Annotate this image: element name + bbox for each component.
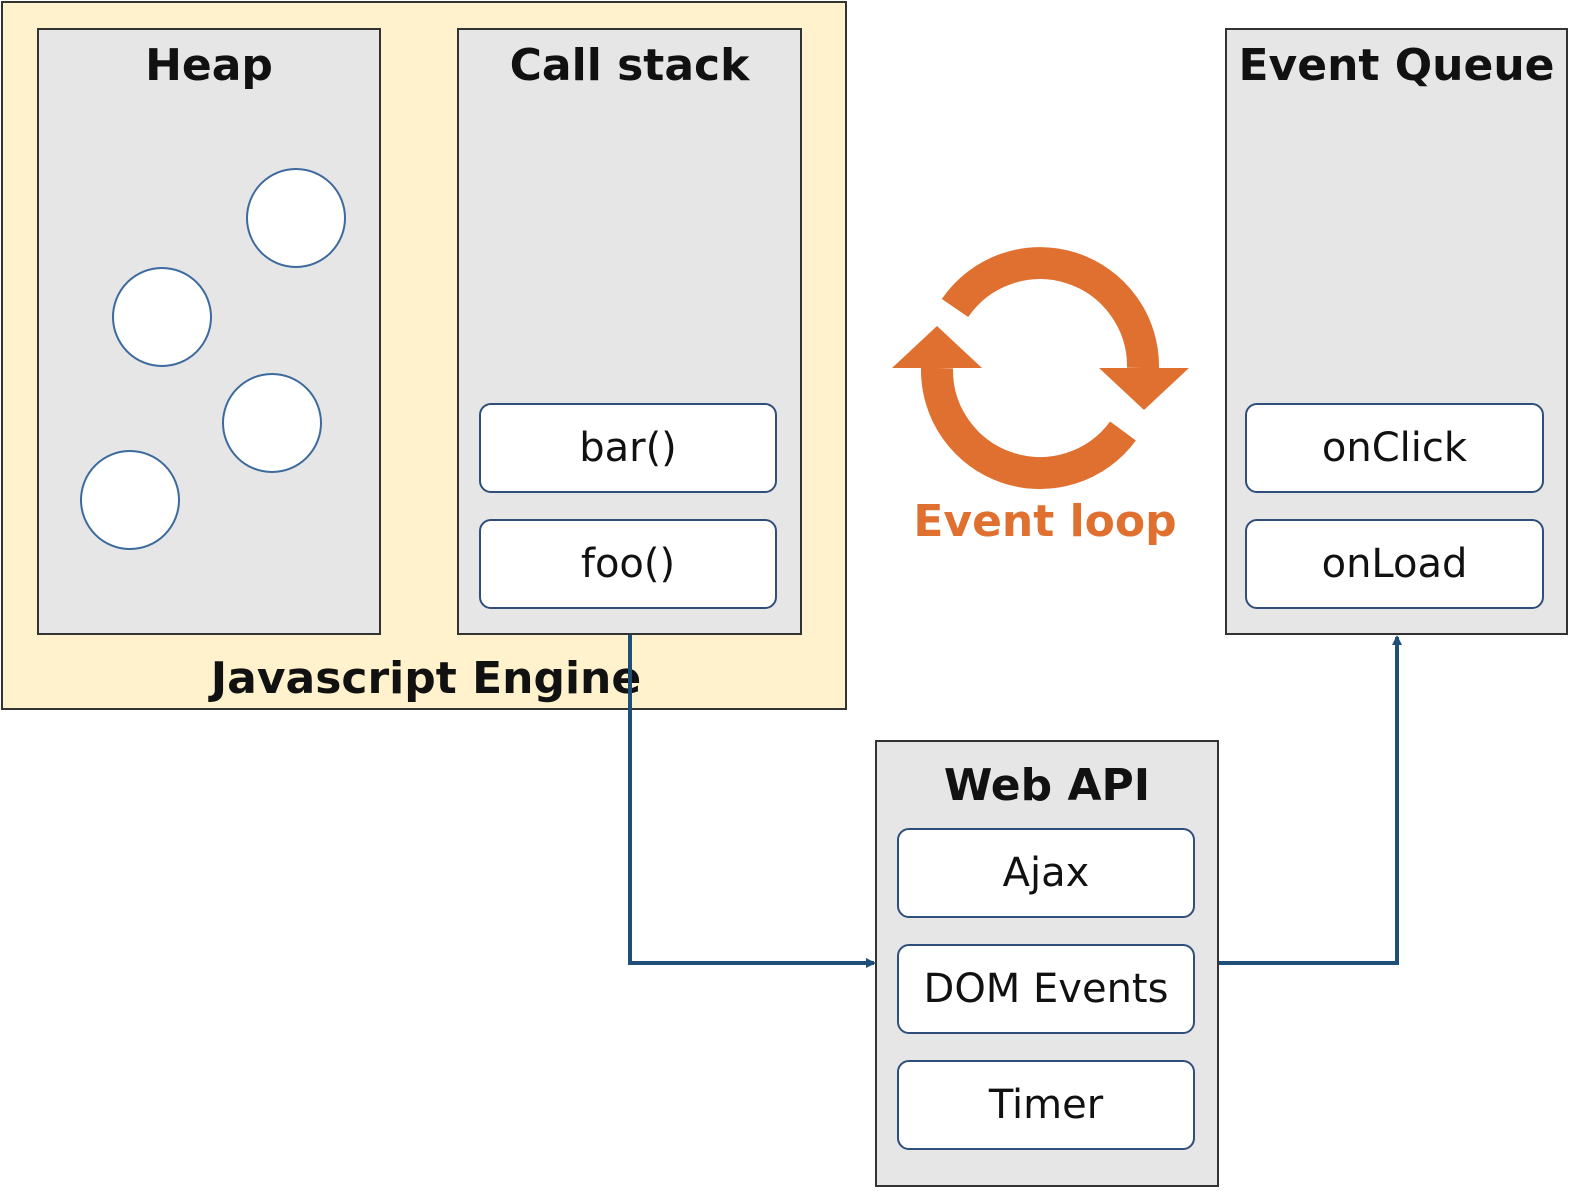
web-api-item: Ajax (897, 828, 1195, 918)
queue-item: onClick (1245, 403, 1544, 493)
web-api-title: Web API (943, 760, 1151, 811)
event-queue-panel: Event Queue onClick onLoad (1225, 28, 1568, 635)
web-api-item: DOM Events (897, 944, 1195, 1034)
stack-frame: foo() (479, 519, 777, 609)
stack-frame: bar() (479, 403, 777, 493)
heap-object (112, 267, 212, 367)
javascript-engine-label: Javascript Engine (210, 653, 642, 704)
heap-title: Heap (145, 40, 273, 91)
heap-object (246, 168, 346, 268)
call-stack-title: Call stack (509, 40, 750, 91)
call-stack-panel: Call stack bar() foo() (457, 28, 802, 635)
arrow-webapi-to-eventqueue (1219, 635, 1402, 965)
heap-object (80, 450, 180, 550)
web-api-panel: Web API Ajax DOM Events Timer (875, 740, 1219, 1187)
event-loop-icon (892, 247, 1189, 489)
event-loop-label: Event loop (913, 496, 1177, 547)
heap-panel: Heap (37, 28, 381, 635)
web-api-item: Timer (897, 1060, 1195, 1150)
event-queue-title: Event Queue (1238, 40, 1555, 91)
queue-item: onLoad (1245, 519, 1544, 609)
heap-object (222, 373, 322, 473)
arrow-callstack-to-webapi (628, 635, 876, 968)
